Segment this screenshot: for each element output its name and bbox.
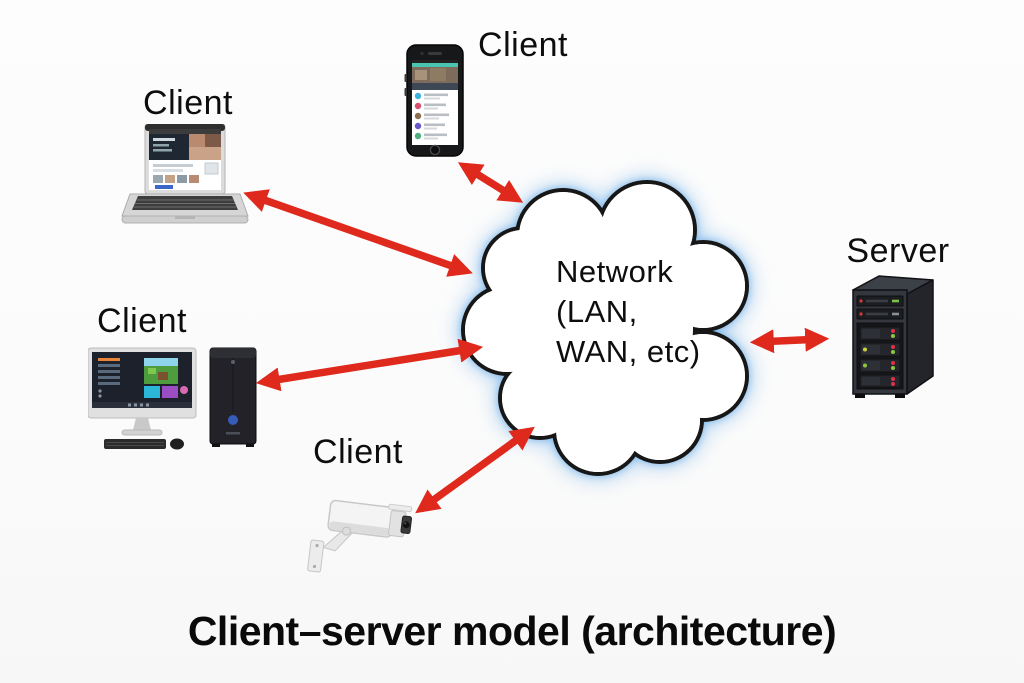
- arrow-camera-network: [415, 426, 535, 514]
- smartphone-icon: [404, 44, 464, 157]
- client-label-desktop: Client: [97, 302, 187, 340]
- security-camera-icon: [307, 499, 413, 573]
- client-label-camera: Client: [313, 433, 403, 471]
- client-label-laptop: Client: [143, 84, 233, 122]
- desktop-computer-icon: [88, 347, 257, 450]
- arrow-desktop-network: [255, 338, 484, 392]
- arrow-network-server: [749, 327, 830, 354]
- arrow-phone-network: [457, 162, 524, 203]
- server-label: Server: [846, 232, 950, 270]
- server-icon: [852, 275, 934, 398]
- network-cloud-label: Network (LAN, WAN, etc): [556, 254, 701, 369]
- client-label-phone: Client: [478, 26, 568, 64]
- network-cloud: [461, 180, 749, 476]
- arrow-laptop-network: [243, 189, 473, 277]
- diagram-title: Client–server model (architecture): [187, 608, 837, 654]
